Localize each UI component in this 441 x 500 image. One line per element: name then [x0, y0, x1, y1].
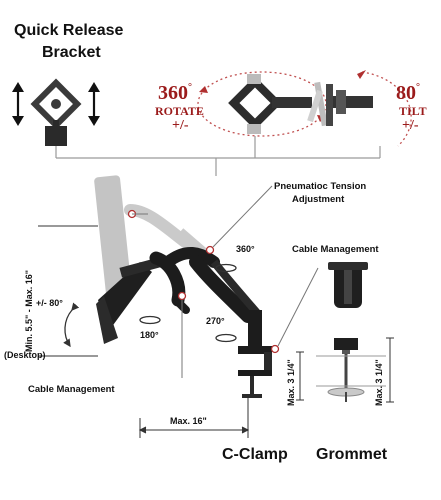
tilt-range: +/- — [402, 118, 419, 133]
bracket-connector-lines — [55, 136, 381, 176]
pneumatic-label-line1: Pneumatioc Tension — [274, 181, 367, 192]
clamp-dimension — [296, 351, 304, 401]
tilt-label: TILT — [399, 104, 427, 118]
pneumatic-label-line2: Adjustment — [292, 194, 345, 205]
tilt-head-icon — [307, 70, 412, 147]
grommet-icon — [316, 338, 386, 402]
up-down-arrow-left-icon — [12, 82, 24, 126]
c-clamp-label: C-Clamp — [222, 446, 288, 463]
reach-label: Max. 16" — [170, 416, 207, 426]
swivel-base-angle: 270° — [206, 316, 225, 326]
height-dimension — [38, 225, 98, 357]
rotate-value: 360° — [158, 82, 192, 104]
bracket-title-line2: Bracket — [42, 44, 101, 61]
swivel-mid-angle: 180° — [140, 330, 159, 340]
cable-clip-icon — [328, 262, 368, 308]
tilt-value: 80° — [396, 82, 420, 104]
grommet-label: Grommet — [316, 446, 388, 463]
swivel-top-angle: 360° — [236, 244, 255, 254]
rotate-label: ROTATE — [155, 104, 204, 118]
vesa-bracket-icon — [30, 78, 82, 146]
callout-leaders — [132, 185, 319, 378]
height-range-label: Min. 5.5" - Max. 16" — [24, 269, 34, 352]
rotate-range: +/- — [172, 118, 189, 133]
cable-management-bottom-label: Cable Management — [28, 384, 115, 395]
grommet-thickness-label: Max. 3 1/4" — [374, 359, 384, 406]
desktop-label: (Desktop) — [4, 350, 46, 360]
monitor-arm-main — [96, 247, 272, 398]
monitor-arm-upper-position — [94, 175, 216, 297]
swivel-indicators — [63, 263, 237, 348]
bracket-title-line1: Quick Release — [14, 22, 124, 39]
cable-management-top-label: Cable Management — [292, 244, 379, 255]
callout-markers — [127, 209, 280, 354]
rotate-head-icon — [197, 71, 327, 137]
tilt-side-angle: +/- 80° — [36, 298, 63, 308]
clamp-thickness-label: Max. 3 1/4" — [286, 359, 296, 406]
reach-dimension — [138, 398, 250, 438]
up-down-arrow-right-icon — [88, 82, 100, 126]
grommet-dimension — [386, 337, 394, 403]
